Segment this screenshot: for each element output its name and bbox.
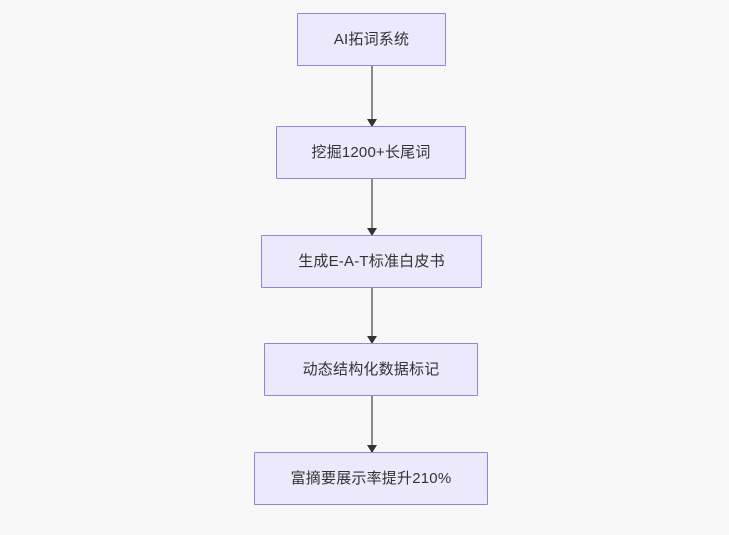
- flowchart-node-5[interactable]: 富摘要展示率提升210%: [254, 452, 488, 505]
- arrowhead-icon: [367, 445, 377, 453]
- arrowhead-icon: [367, 336, 377, 344]
- flowchart-node-label: 富摘要展示率提升210%: [290, 470, 452, 487]
- flowchart-node-4[interactable]: 动态结构化数据标记: [264, 343, 478, 396]
- flowchart-node-label: AI拓词系统: [333, 31, 410, 48]
- connector-shaft: [371, 179, 373, 235]
- arrowhead-icon: [367, 228, 377, 236]
- connector-shaft: [371, 288, 373, 343]
- connector-shaft: [371, 396, 373, 452]
- flowchart-node-label: 动态结构化数据标记: [302, 361, 440, 378]
- connector-shaft: [371, 66, 373, 126]
- flowchart-node-label: 生成E-A-T标准白皮书: [298, 253, 445, 270]
- arrowhead-icon: [367, 119, 377, 127]
- flowchart-node-label: 挖掘1200+长尾词: [311, 144, 431, 161]
- flowchart-node-1[interactable]: AI拓词系统: [297, 13, 446, 66]
- flowchart-node-2[interactable]: 挖掘1200+长尾词: [276, 126, 466, 179]
- flowchart-node-3[interactable]: 生成E-A-T标准白皮书: [261, 235, 482, 288]
